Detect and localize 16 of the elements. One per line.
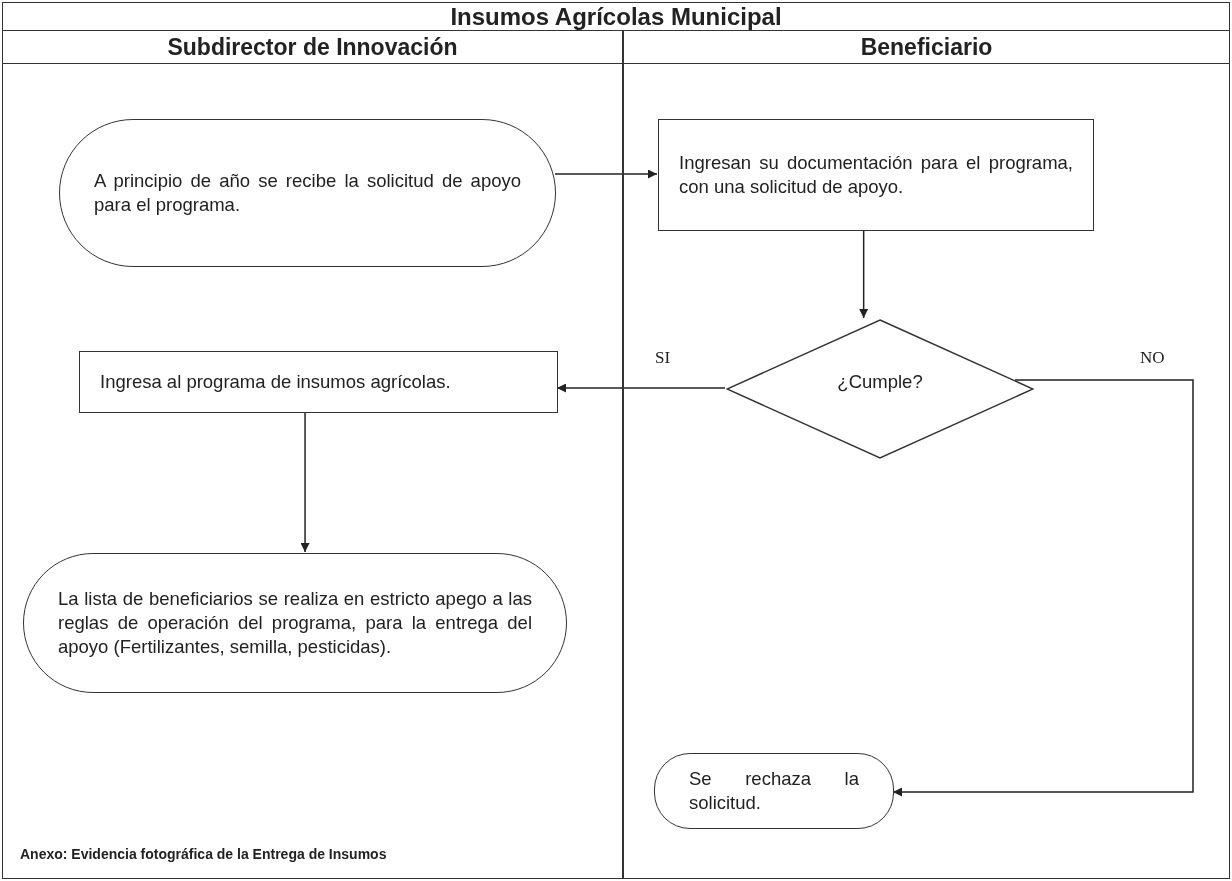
arrow	[554, 169, 658, 179]
terminal-shape: Se rechaza la solicitud.	[654, 753, 894, 829]
terminal-shape: La lista de beneficiarios se realiza en estricto apego a las reglas de operación del programa, para la entrega del apoyo (Fertilizantes, semilla, pesticidas).	[23, 553, 567, 693]
swimlane	[623, 30, 1230, 879]
swimlane	[2, 30, 623, 879]
arrow	[556, 383, 726, 393]
process-box: Ingresa al programa de insumos agrícolas.	[79, 351, 558, 413]
lane-heading: Beneficiario	[860, 33, 993, 61]
lane-heading: Subdirector de Innovación	[167, 33, 458, 61]
terminal-shape: A principio de año se recibe la solicitud de apoyo para el programa.	[59, 119, 556, 267]
note-text: Anexo: Evidencia fotográfica de la Entrega de Insumos	[20, 846, 387, 862]
arrow	[859, 229, 869, 319]
decision-diamond: ¿Cumple?	[726, 319, 1034, 459]
arrow	[892, 379, 1194, 797]
arrow	[300, 411, 310, 553]
process-box: Ingresan su documentación para el programa, con una solicitud de apoyo.	[658, 119, 1094, 231]
